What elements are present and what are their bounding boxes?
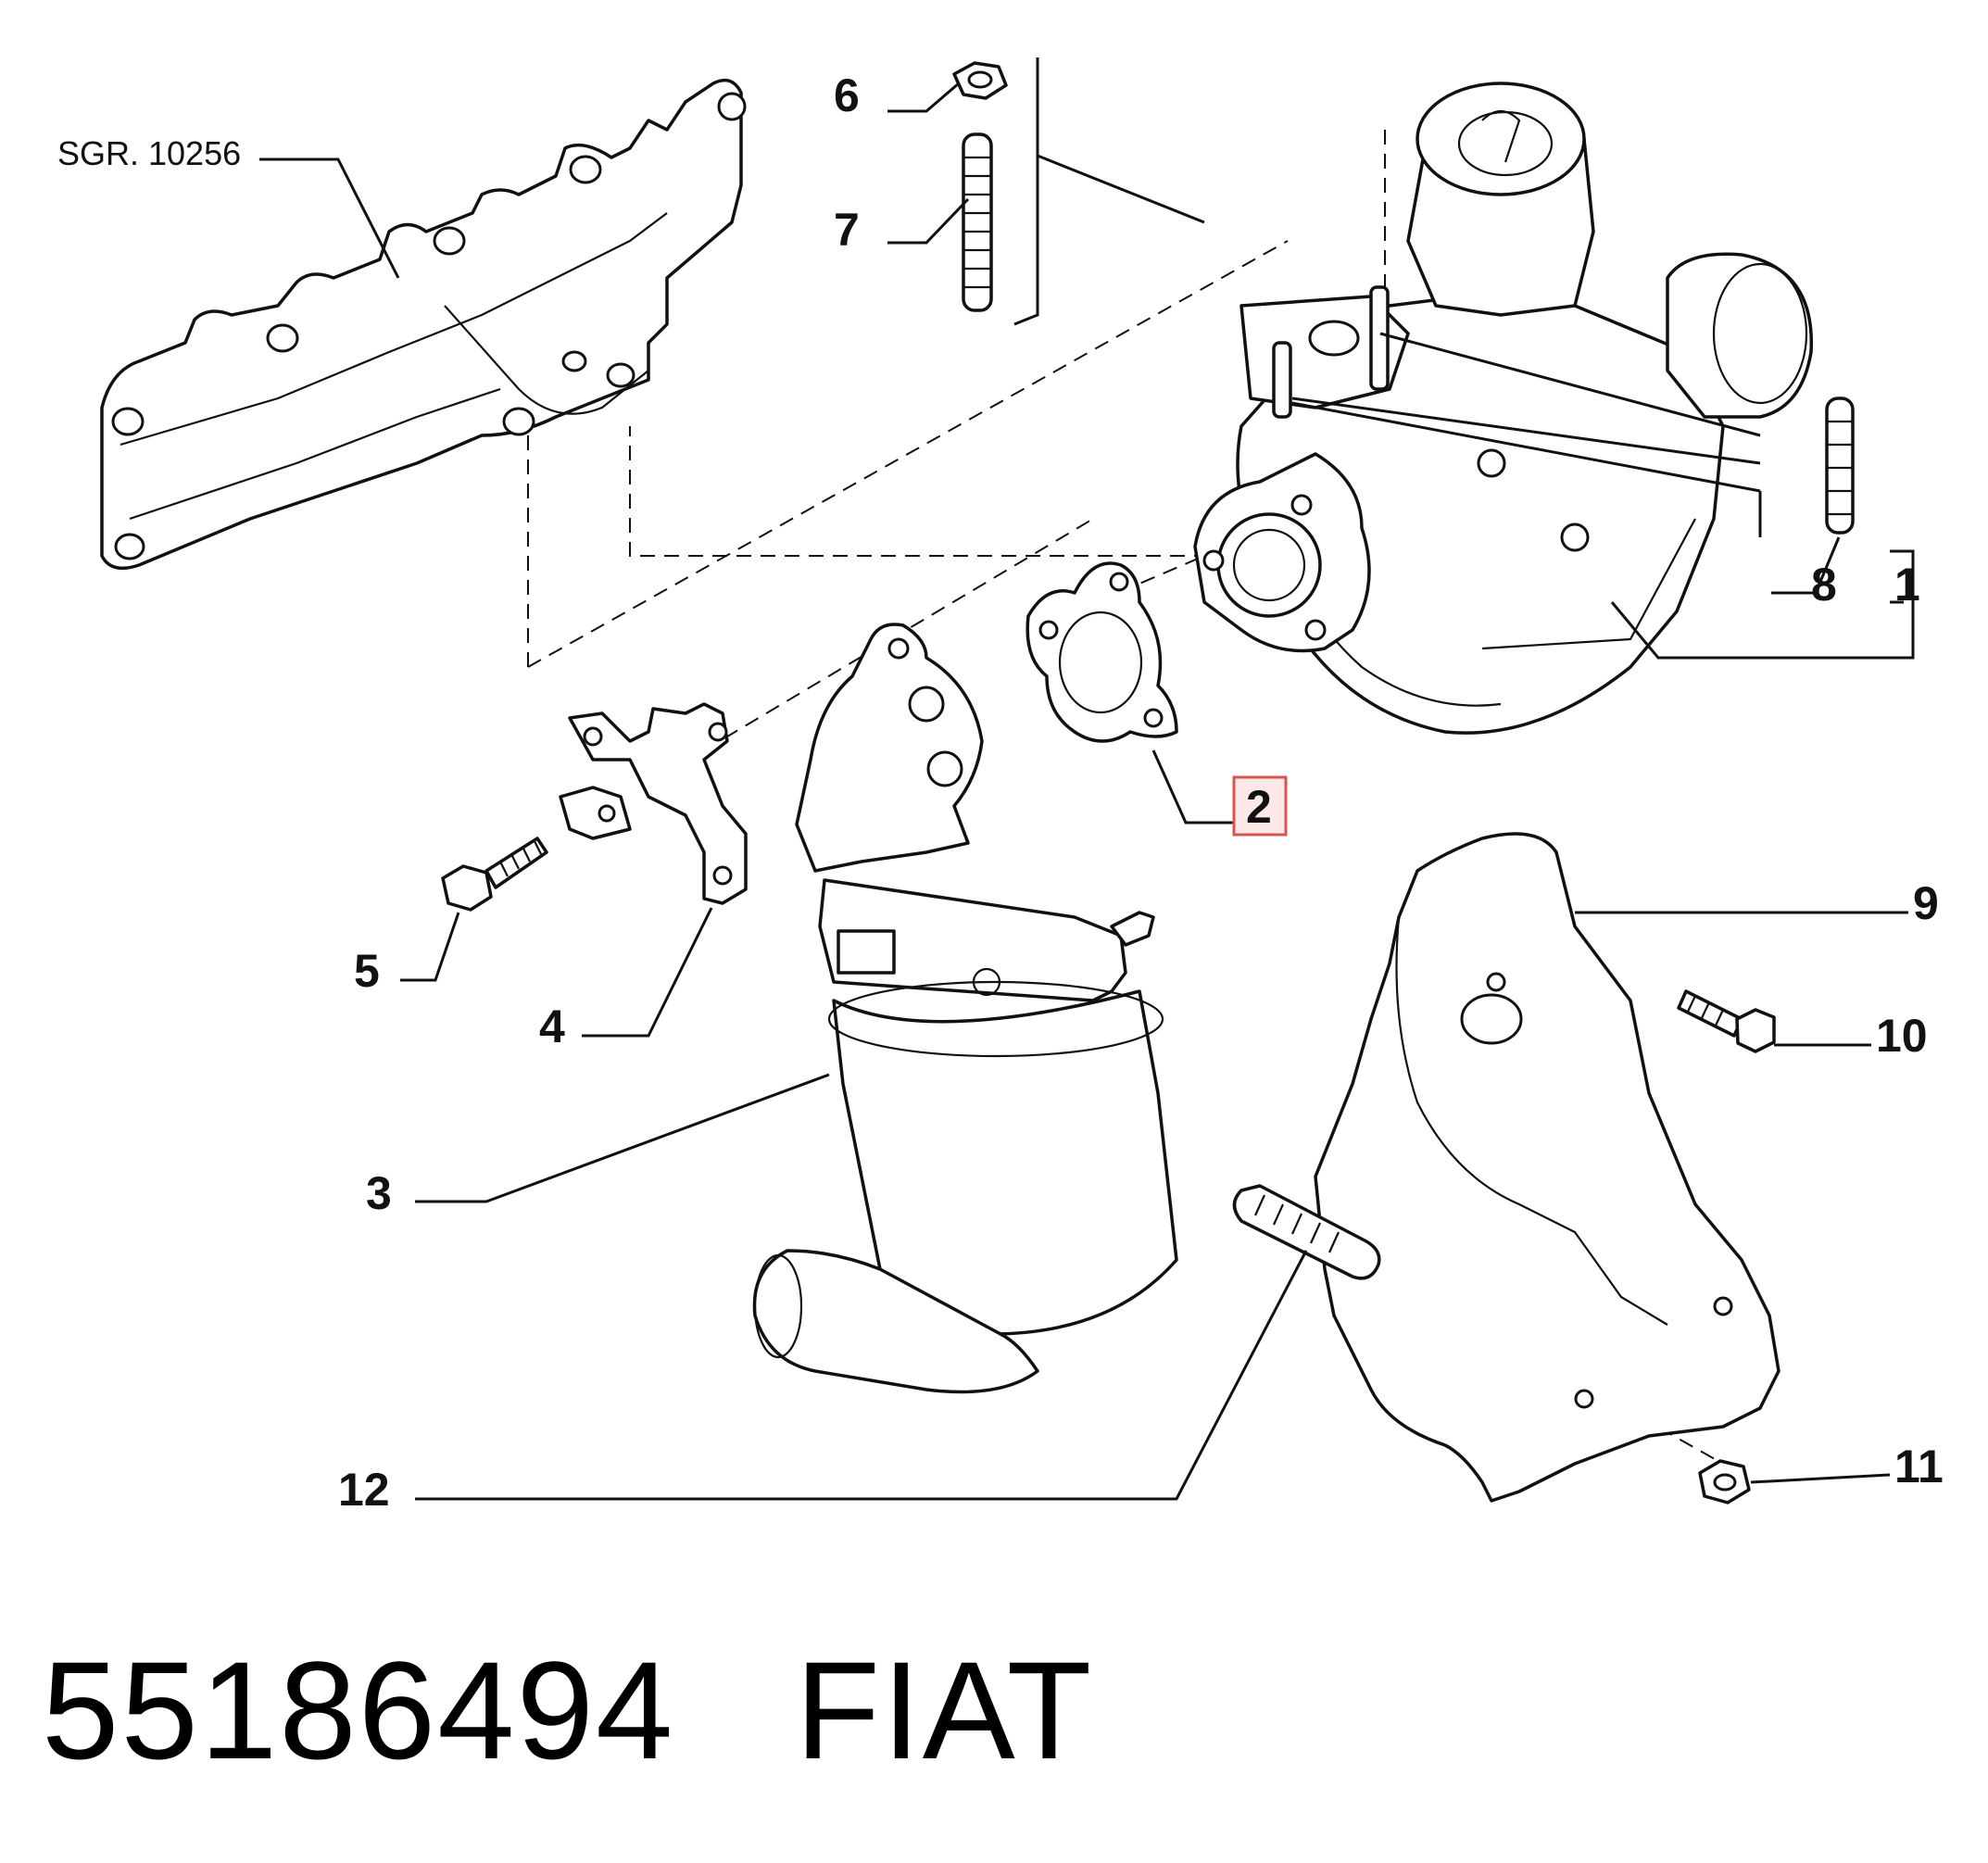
part-number: 55186494 — [42, 1632, 675, 1788]
nut-6 — [952, 61, 1008, 100]
callout-10: 10 — [1876, 1010, 1928, 1062]
callout-9: 9 — [1913, 877, 1939, 929]
callout-12: 12 — [338, 1464, 390, 1516]
leader-lines — [259, 57, 1915, 1501]
callout-11: 11 — [1894, 1441, 1944, 1492]
catalytic-converter-3 — [752, 623, 1178, 1394]
highlighted-callout-box — [1232, 775, 1288, 837]
exploded-parts-diagram: SGR. 10256 6 7 8 1 2 9 10 5 4 3 11 12 — [57, 57, 1944, 1516]
brand-name: FIAT — [795, 1632, 1094, 1788]
callout-4: 4 — [539, 1001, 565, 1052]
turbocharger-1 — [1193, 82, 1814, 735]
nut-11 — [1698, 1459, 1751, 1504]
callout-2: 2 — [1246, 781, 1272, 833]
callout-3: 3 — [366, 1167, 392, 1219]
gasket-2 — [1025, 561, 1178, 743]
callout-6: 6 — [834, 69, 860, 121]
bolt-10 — [1677, 989, 1776, 1053]
exhaust-manifold — [100, 78, 747, 571]
stud-12 — [1232, 1184, 1381, 1280]
stud-7 — [962, 132, 993, 312]
callout-5: 5 — [354, 945, 380, 997]
callout-labels: 6 7 8 1 2 9 10 5 4 3 11 12 — [338, 69, 1944, 1516]
bolt-5 — [441, 837, 548, 912]
heat-shield-9 — [1314, 832, 1780, 1503]
callout-7: 7 — [834, 204, 860, 256]
stud-8 — [1825, 397, 1855, 535]
manifold-reference-label: SGR. 10256 — [57, 134, 241, 172]
callout-1: 1 — [1894, 559, 1920, 611]
callout-8: 8 — [1811, 559, 1837, 611]
part-caption: 55186494 FIAT — [42, 1630, 1093, 1791]
bracket-4 — [559, 702, 748, 905]
